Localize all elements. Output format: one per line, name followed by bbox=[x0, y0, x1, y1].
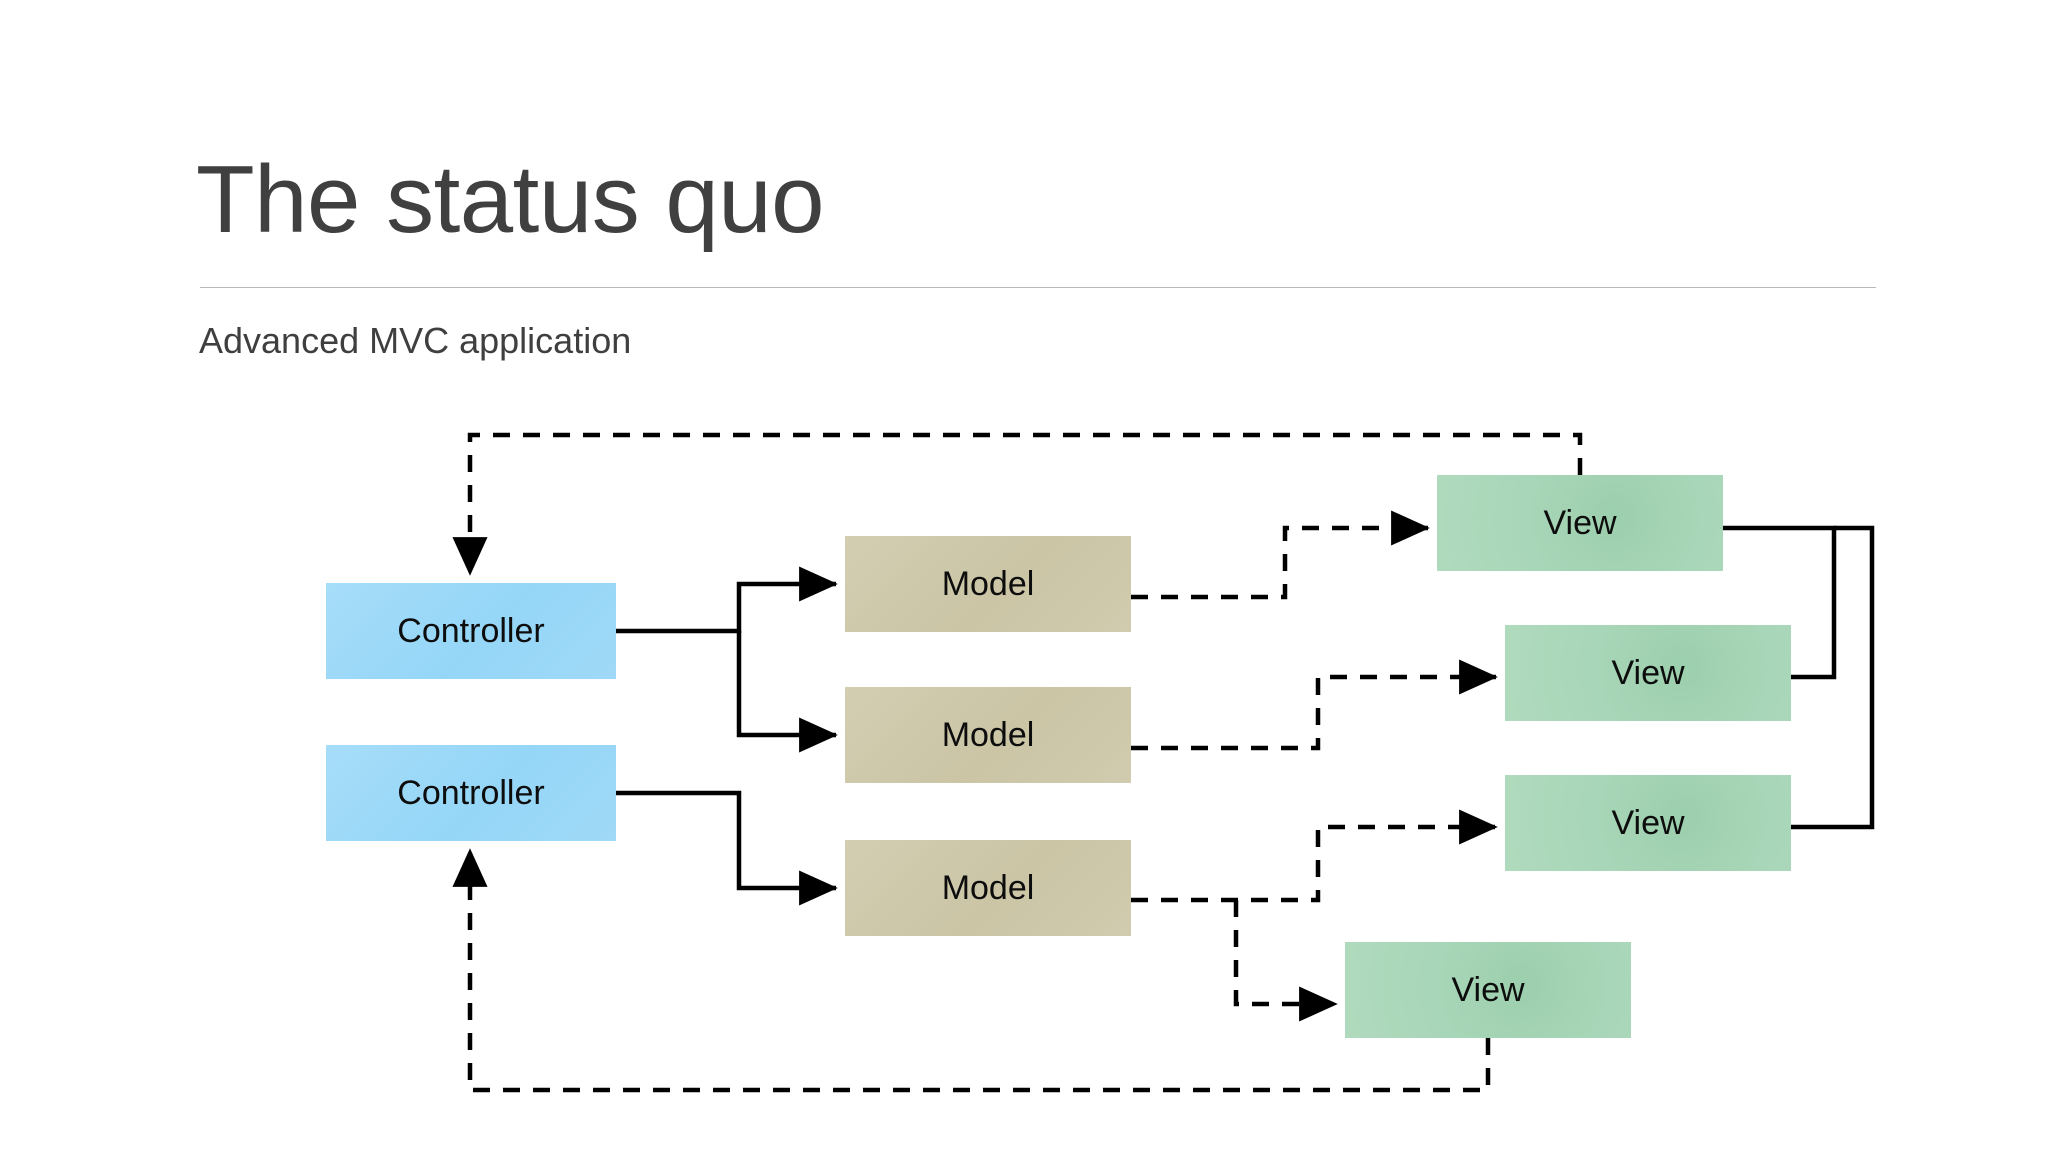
node-view-3[interactable]: View bbox=[1505, 775, 1791, 871]
node-label: Controller bbox=[397, 611, 545, 650]
node-view-1[interactable]: View bbox=[1437, 475, 1723, 571]
edge-model3-view3 bbox=[1131, 809, 1498, 903]
node-label: View bbox=[1611, 653, 1685, 692]
edge-controller1-model1 bbox=[616, 566, 838, 634]
node-controller-1[interactable]: Controller bbox=[326, 583, 616, 679]
node-model-1[interactable]: Model bbox=[845, 536, 1131, 632]
edge-controller1-model2 bbox=[736, 631, 838, 753]
node-label: View bbox=[1543, 503, 1617, 542]
page-title: The status quo bbox=[196, 146, 825, 253]
node-view-2[interactable]: View bbox=[1505, 625, 1791, 721]
edge-model3-view4 bbox=[1233, 900, 1338, 1022]
node-label: Model bbox=[941, 715, 1035, 754]
title-divider bbox=[200, 287, 1876, 288]
edge-model2-view2 bbox=[1131, 659, 1498, 751]
node-label: View bbox=[1611, 803, 1685, 842]
page-subtitle: Advanced MVC application bbox=[199, 320, 632, 361]
node-view-4[interactable]: View bbox=[1345, 942, 1631, 1038]
node-controller-2[interactable]: Controller bbox=[326, 745, 616, 841]
node-label: Model bbox=[941, 868, 1035, 907]
edge-controller2-model3 bbox=[616, 790, 838, 906]
node-label: View bbox=[1451, 970, 1525, 1009]
node-label: Controller bbox=[397, 773, 545, 812]
node-model-2[interactable]: Model bbox=[845, 687, 1131, 783]
node-model-3[interactable]: Model bbox=[845, 840, 1131, 936]
edge-model1-view1 bbox=[1131, 510, 1430, 600]
node-label: Model bbox=[941, 564, 1035, 603]
